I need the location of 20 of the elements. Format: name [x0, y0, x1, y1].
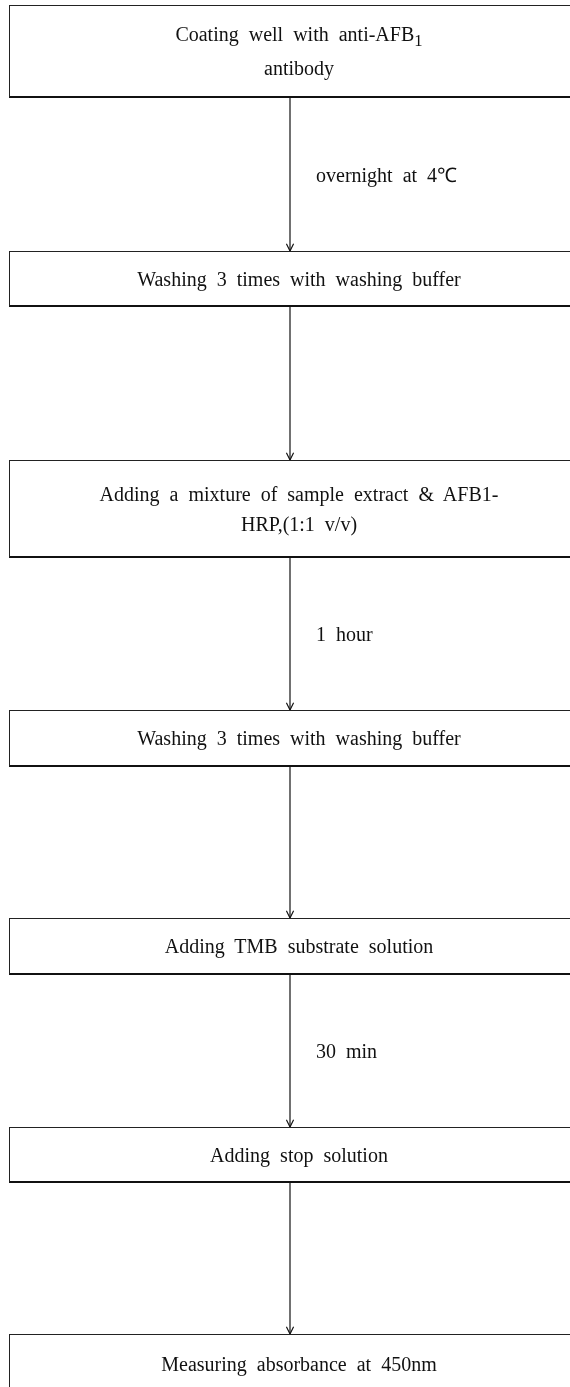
process-box: [9, 251, 570, 307]
step-text: Adding TMB substrate solution: [164, 934, 434, 960]
process-box: [9, 918, 570, 975]
process-box: [9, 5, 570, 98]
arrow: [285, 974, 295, 1128]
step-text: Coating well with anti-AFB$_{1}$ antibody: [174, 22, 424, 82]
arrow: [285, 97, 295, 252]
step-text: Adding a mixture of sample extract & AFB1-HRP,(1:1 v/v): [98, 481, 500, 538]
arrow: [285, 766, 295, 919]
arrow: [285, 306, 295, 461]
step-text: Washing 3 times with washing buffer: [137, 726, 461, 752]
arrow: [285, 557, 295, 711]
step-text: Washing 3 times with washing buffer: [137, 266, 461, 293]
process-box: [9, 1334, 570, 1387]
process-box: [9, 1127, 570, 1183]
arrow: [285, 1182, 295, 1335]
step-text: Measuring absorbance at 450nm: [161, 1351, 437, 1378]
process-box: [9, 460, 570, 558]
step-text: Adding stop solution: [210, 1142, 388, 1169]
process-box: [9, 710, 570, 767]
